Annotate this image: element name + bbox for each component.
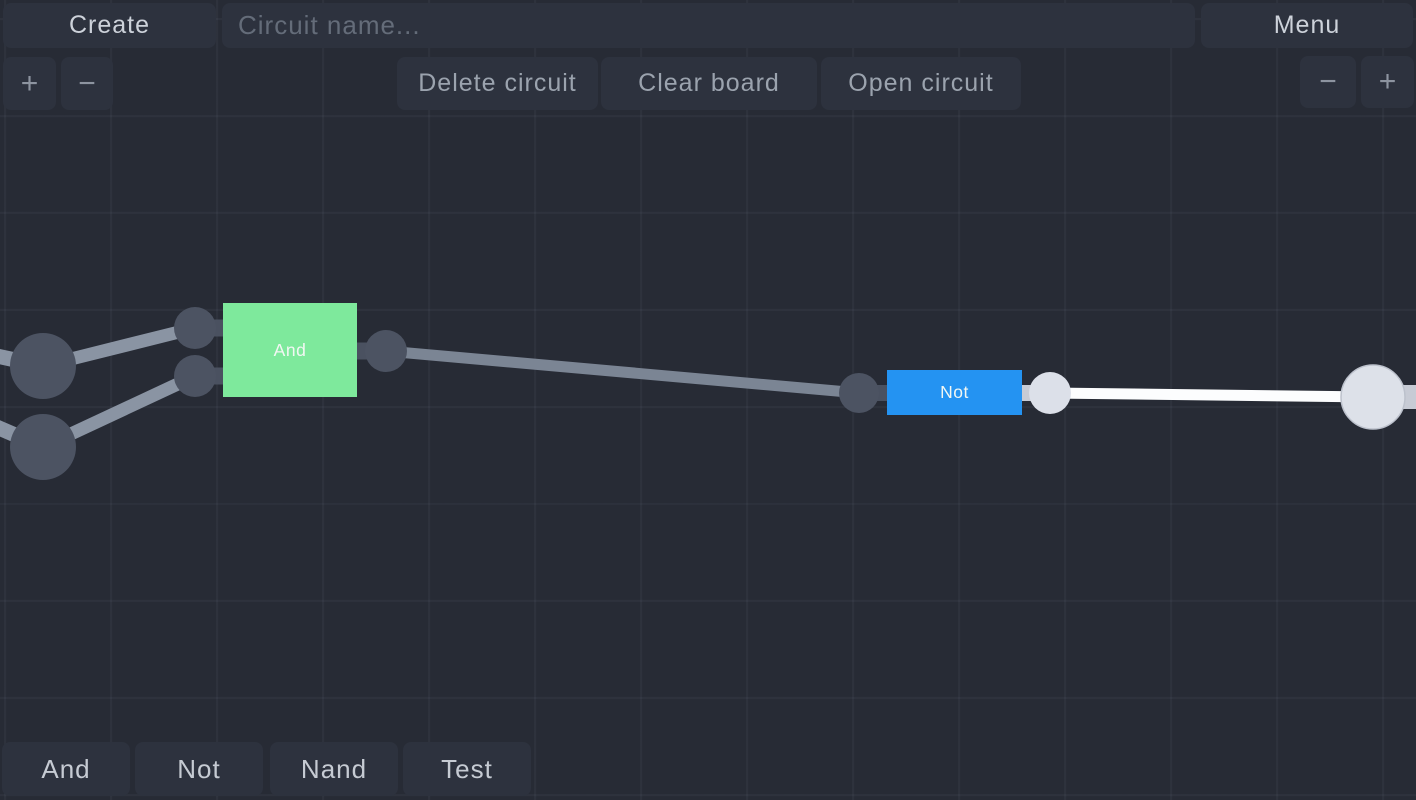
open-circuit-button[interactable]: Open circuit — [821, 57, 1021, 110]
input-terminal-1[interactable] — [10, 333, 76, 399]
and-input-node-1[interactable] — [174, 307, 216, 349]
wire-not-to-output[interactable] — [1049, 387, 1374, 403]
output-terminal[interactable] — [1340, 364, 1406, 430]
menu-button[interactable]: Menu — [1201, 3, 1413, 48]
wire-and-to-not[interactable] — [385, 345, 860, 399]
component-button-not[interactable]: Not — [135, 742, 263, 796]
circuit-name-input[interactable] — [222, 3, 1195, 48]
and-input-node-2[interactable] — [174, 355, 216, 397]
and-gate[interactable]: And — [223, 303, 357, 397]
not-input-node[interactable] — [839, 373, 879, 413]
and-output-node[interactable] — [365, 330, 407, 372]
input-terminal-2[interactable] — [10, 414, 76, 480]
zoom-out-button-left[interactable]: − — [61, 57, 113, 110]
not-gate[interactable]: Not — [887, 370, 1022, 415]
zoom-in-button-right[interactable]: + — [1361, 56, 1414, 108]
component-button-and[interactable]: And — [2, 742, 130, 796]
not-gate-label: Not — [940, 382, 969, 402]
component-button-test[interactable]: Test — [403, 742, 531, 796]
zoom-in-button-left[interactable]: + — [3, 57, 56, 110]
component-button-nand[interactable]: Nand — [270, 742, 398, 796]
not-output-node[interactable] — [1029, 372, 1071, 414]
create-button[interactable]: Create — [3, 3, 216, 48]
and-gate-label: And — [273, 339, 307, 360]
clear-board-button[interactable]: Clear board — [601, 57, 817, 110]
zoom-out-button-right[interactable]: − — [1300, 56, 1356, 108]
delete-circuit-button[interactable]: Delete circuit — [397, 57, 598, 110]
